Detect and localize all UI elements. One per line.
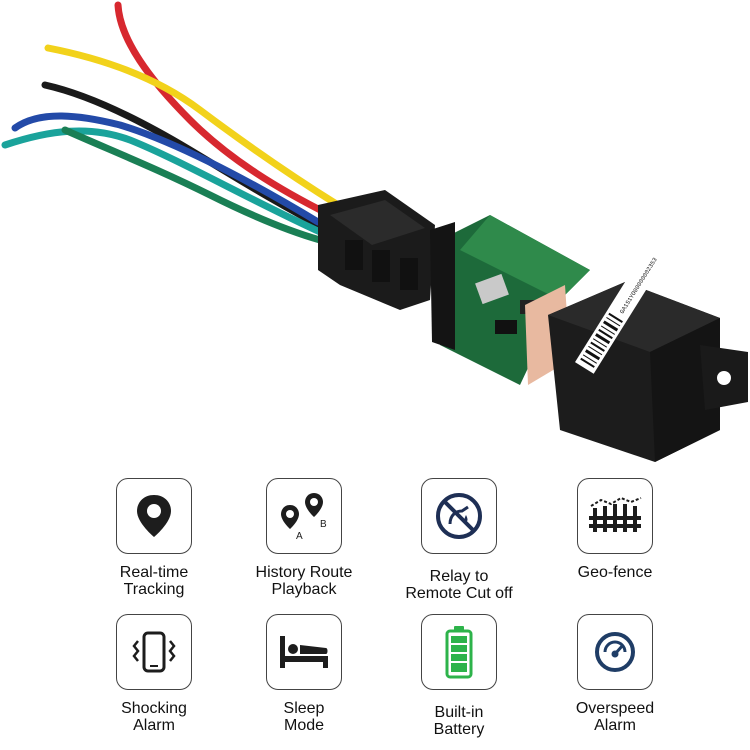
svg-text:A: A (296, 531, 303, 541)
speedometer-icon (595, 632, 635, 672)
vibrating-phone-icon (132, 631, 176, 673)
feature-geo-fence: Geo-fence (540, 478, 690, 581)
wire-harness (1, 1, 342, 244)
feature-icon-box (577, 614, 653, 690)
route-ab-icon: A B (281, 493, 327, 541)
relay-housing: GA1S1YO00000002353 (548, 256, 748, 462)
svg-text:B: B (320, 519, 327, 530)
relay-socket (318, 190, 435, 310)
fuel-cut-icon (436, 493, 482, 539)
feature-icon-box (577, 478, 653, 554)
feature-icon-box (421, 478, 497, 554)
feature-label: Geo-fence (577, 564, 653, 581)
feature-icon-box (421, 614, 497, 690)
circuit-board (430, 215, 590, 385)
fence-icon (589, 496, 642, 532)
feature-icon-box: A B (266, 478, 342, 554)
feature-icon-box (116, 478, 192, 554)
gps-tracker-relay-photo: GA1S1YO00000002353 (1, 1, 748, 462)
battery-icon (445, 626, 473, 679)
feature-icon-box (116, 614, 192, 690)
feature-icon-box (266, 614, 342, 690)
bed-icon (280, 636, 328, 668)
map-pin-icon (137, 495, 171, 537)
